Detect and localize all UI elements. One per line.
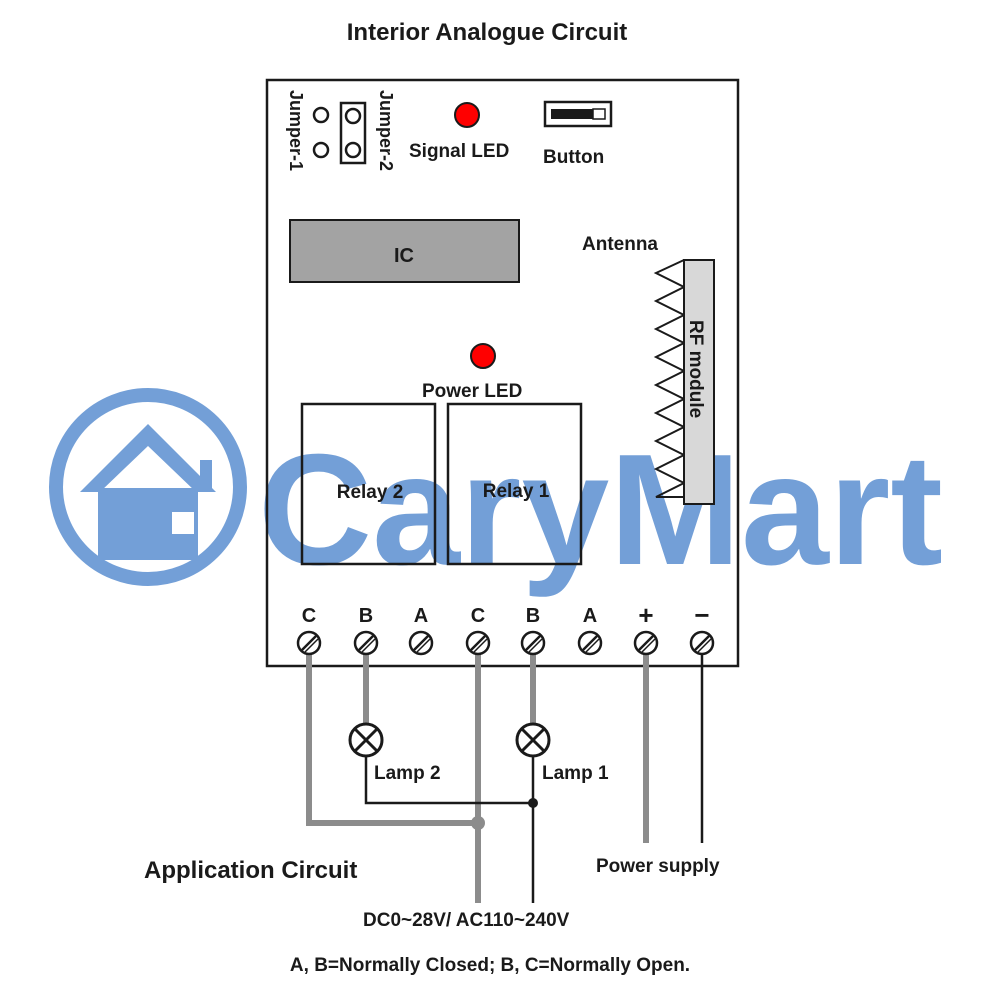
watermark: CaryMart bbox=[49, 388, 943, 598]
ic-label: IC bbox=[394, 245, 414, 267]
screw-icon bbox=[633, 630, 659, 656]
screw-icon bbox=[520, 630, 546, 656]
button-slider bbox=[551, 109, 593, 119]
button-label: Button bbox=[543, 147, 604, 168]
terminal-label-b2: B bbox=[359, 605, 373, 627]
terminal-label-c2: C bbox=[302, 605, 316, 627]
screw-icon bbox=[296, 630, 322, 656]
signal-led bbox=[454, 102, 480, 128]
terminal-label-minus: − bbox=[694, 600, 709, 630]
watermark-text: CaryMart bbox=[258, 422, 943, 598]
relay-2-label: Relay 2 bbox=[337, 482, 404, 503]
ic-chip bbox=[289, 219, 520, 283]
terminal-label-plus: + bbox=[638, 600, 653, 630]
terminal-screws bbox=[296, 630, 715, 656]
footnote: A, B=Normally Closed; B, C=Normally Open… bbox=[290, 955, 690, 976]
lamp-2-icon bbox=[348, 722, 384, 758]
jumper-2-pin-bottom bbox=[344, 141, 362, 159]
junction-gray bbox=[471, 816, 485, 830]
jumper-2: Jumper-2 bbox=[339, 90, 396, 171]
application-circuit-label: Application Circuit bbox=[144, 857, 357, 884]
terminal-label-b1: B bbox=[526, 605, 540, 627]
antenna-coil bbox=[653, 259, 687, 498]
button-end bbox=[592, 108, 606, 120]
terminal-label-c1: C bbox=[471, 605, 485, 627]
relay-2 bbox=[300, 402, 437, 566]
antenna-label: Antenna bbox=[582, 234, 658, 255]
power-supply-label: Power supply bbox=[596, 856, 720, 877]
board-outline bbox=[265, 78, 740, 668]
relay-1 bbox=[446, 402, 583, 566]
terminal-label-a2: A bbox=[414, 605, 428, 627]
screw-icon bbox=[408, 630, 434, 656]
jumper-1-pin-bottom bbox=[312, 141, 330, 159]
jumper-1-label: Jumper-1 bbox=[286, 90, 306, 171]
jumper-1: Jumper-1 bbox=[286, 90, 330, 171]
lamp-2-label: Lamp 2 bbox=[374, 763, 441, 784]
screw-icon bbox=[689, 630, 715, 656]
screw-icon bbox=[465, 630, 491, 656]
lamp-1-label: Lamp 1 bbox=[542, 763, 609, 784]
terminal-label-a1: A bbox=[583, 605, 597, 627]
voltage-label: DC0~28V/ AC110~240V bbox=[363, 910, 570, 931]
lamp-1-icon bbox=[515, 722, 551, 758]
screw-icon bbox=[353, 630, 379, 656]
power-led-label: Power LED bbox=[422, 381, 522, 402]
junction-black bbox=[528, 798, 538, 808]
relay-1-label: Relay 1 bbox=[483, 481, 550, 502]
watermark-ring bbox=[49, 388, 247, 586]
power-led bbox=[470, 343, 496, 369]
diagram-title: Interior Analogue Circuit bbox=[347, 19, 627, 46]
wiring bbox=[306, 643, 704, 903]
signal-led-label: Signal LED bbox=[409, 141, 509, 162]
wire-lamp-2-return bbox=[364, 756, 533, 805]
jumper-2-label: Jumper-2 bbox=[376, 90, 396, 171]
button: Button bbox=[543, 100, 613, 168]
screw-icon bbox=[577, 630, 603, 656]
rf-module-label: RF module bbox=[685, 320, 706, 418]
jumper-1-pin-top bbox=[312, 106, 330, 124]
jumper-2-pin-top bbox=[344, 107, 362, 125]
wire-c2 bbox=[306, 643, 478, 826]
house-icon bbox=[80, 424, 216, 560]
rf-module bbox=[683, 259, 715, 505]
